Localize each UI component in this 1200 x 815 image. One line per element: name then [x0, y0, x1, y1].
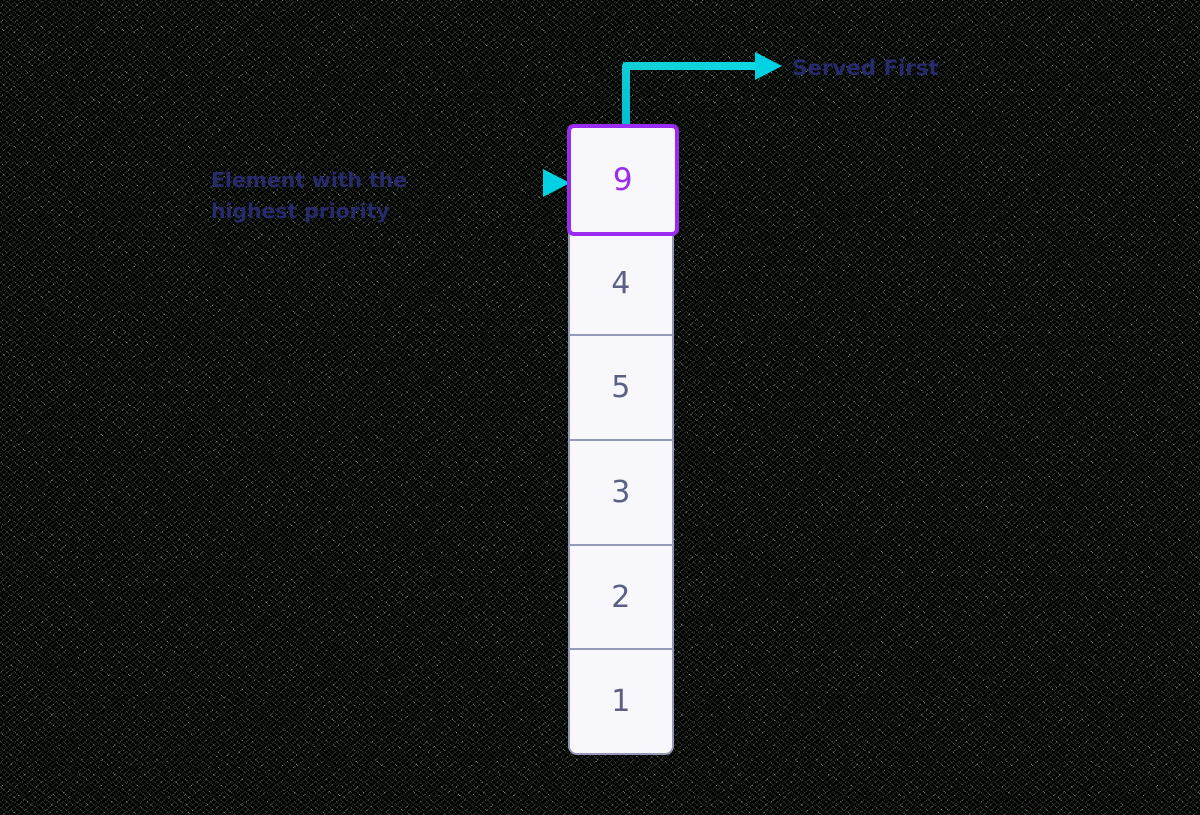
priority-queue-stack: 9 4 5 3 2 1	[567, 124, 679, 755]
queue-cell[interactable]: 5	[570, 336, 672, 442]
arrow-to-head-cell	[451, 169, 570, 197]
queue-cell-highest-priority[interactable]: 9	[567, 124, 679, 236]
queue-cell[interactable]: 1	[570, 650, 672, 754]
queue-cell[interactable]: 2	[570, 545, 672, 651]
label-served-first: Served First	[792, 56, 939, 81]
queue-cell[interactable]: 4	[570, 231, 672, 337]
label-highest-priority: Element with the highest priority	[211, 168, 407, 223]
queue-cell[interactable]: 3	[570, 441, 672, 546]
arrow-from-head-cell	[622, 52, 782, 128]
